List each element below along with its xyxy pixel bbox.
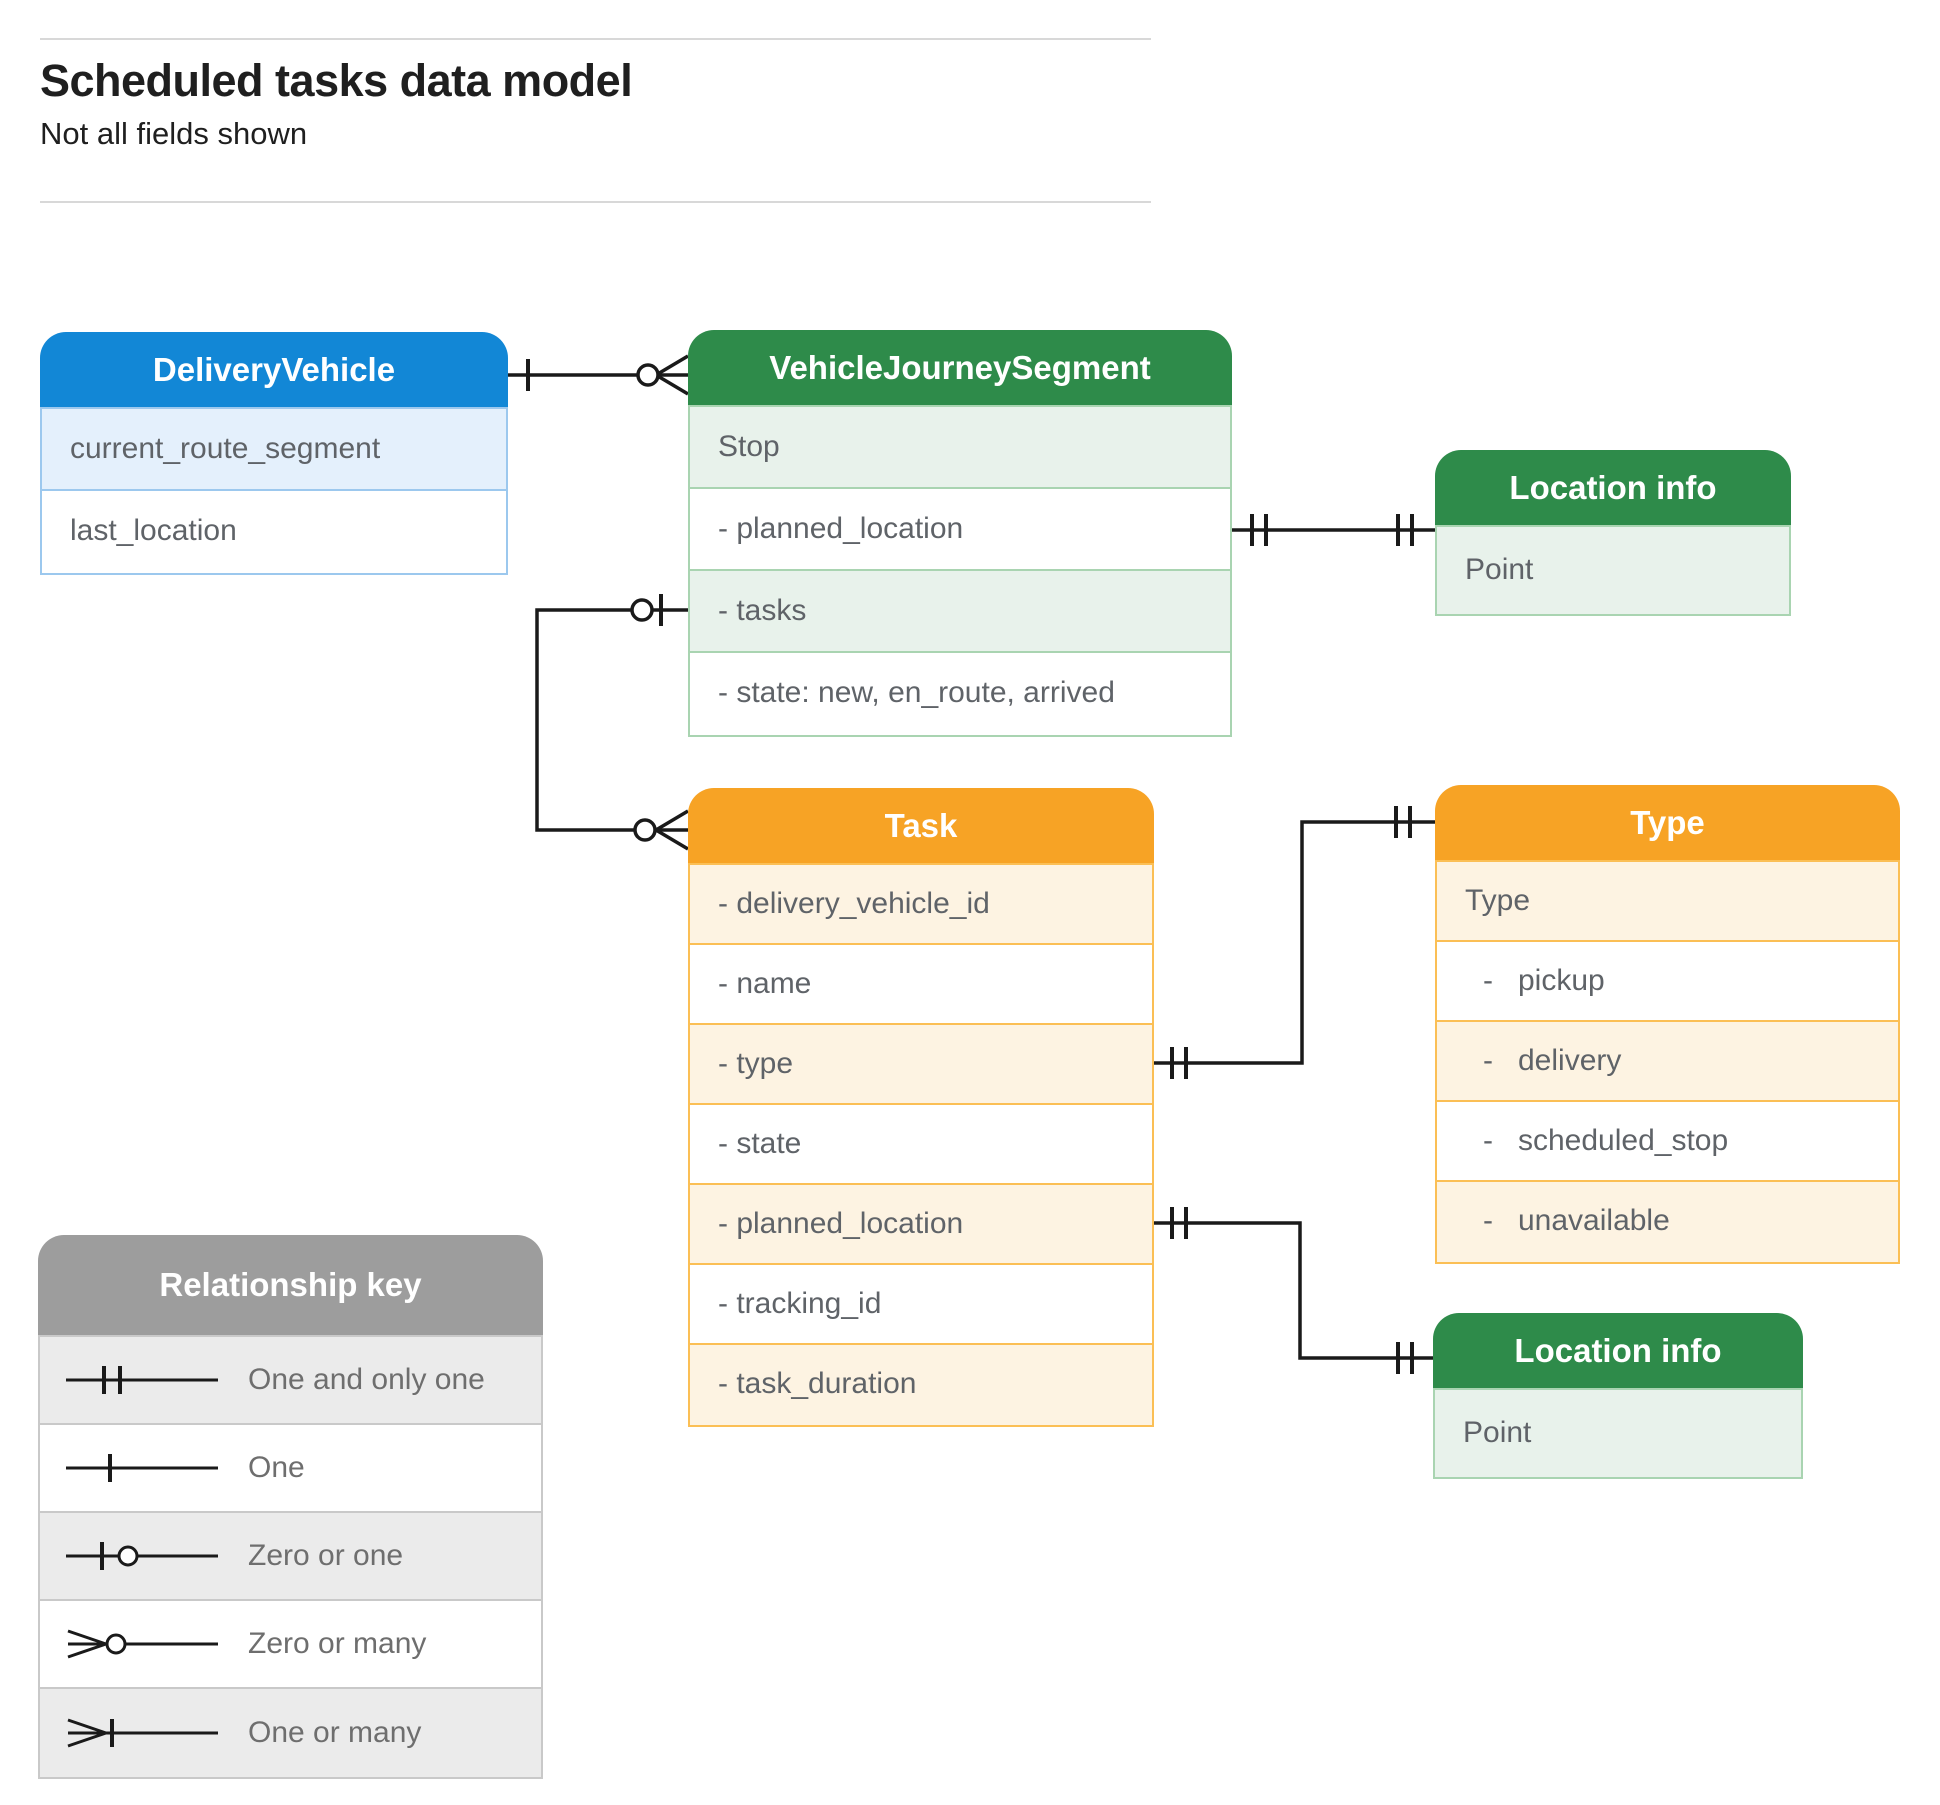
one-or-many-icon <box>60 1689 225 1777</box>
legend-label: One and only one <box>248 1363 485 1396</box>
field-point: Point <box>1437 527 1789 614</box>
field-point: Point <box>1435 1390 1801 1477</box>
field-task-duration: - task_duration <box>690 1345 1152 1425</box>
entity-header: Location info <box>1435 450 1791 525</box>
title-divider <box>40 201 1151 203</box>
entity-header: Task <box>688 788 1154 863</box>
page-subtitle: Not all fields shown <box>40 116 308 151</box>
entity-vehicle-journey-segment: VehicleJourneySegment Stop - planned_loc… <box>688 330 1232 737</box>
field-planned-location: - planned_location <box>690 489 1230 571</box>
relationship-key: Relationship key One and only one One <box>38 1235 543 1779</box>
entity-header: Location info <box>1433 1313 1803 1388</box>
legend-item-one: One <box>40 1425 541 1513</box>
entity-type: Type Type - pickup - delivery - schedule… <box>1435 785 1900 1264</box>
connector-type-type <box>1154 806 1435 1079</box>
legend-item-one-and-only-one: One and only one <box>40 1337 541 1425</box>
field-unavailable: - unavailable <box>1437 1182 1898 1262</box>
field-type-title: Type <box>1437 862 1898 942</box>
legend-item-one-or-many: One or many <box>40 1689 541 1777</box>
field-scheduled-stop: - scheduled_stop <box>1437 1102 1898 1182</box>
zero-or-many-icon <box>60 1601 225 1687</box>
top-divider <box>40 38 1151 40</box>
legend-label: One <box>248 1451 305 1484</box>
field-delivery: - delivery <box>1437 1022 1898 1102</box>
one-and-only-one-icon <box>60 1337 225 1423</box>
entity-header: VehicleJourneySegment <box>688 330 1232 405</box>
legend-label: Zero or one <box>248 1539 404 1572</box>
legend-label: One or many <box>248 1716 422 1749</box>
connector-taskplannedlocation-locationinfo <box>1154 1207 1433 1374</box>
connector-tasks-task <box>535 594 689 851</box>
entity-header: Type <box>1435 785 1900 860</box>
field-state: - state: new, en_route, arrived <box>690 653 1230 735</box>
page-title: Scheduled tasks data model <box>40 55 633 106</box>
field-name: - name <box>690 945 1152 1025</box>
zero-or-one-icon <box>60 1513 225 1599</box>
field-planned-location: - planned_location <box>690 1185 1152 1265</box>
field-delivery-vehicle-id: - delivery_vehicle_id <box>690 865 1152 945</box>
legend-item-zero-or-many: Zero or many <box>40 1601 541 1689</box>
entity-header: DeliveryVehicle <box>40 332 508 407</box>
entity-task: Task - delivery_vehicle_id - name - type… <box>688 788 1154 1427</box>
field-last-location: last_location <box>42 491 506 573</box>
field-state: - state <box>690 1105 1152 1185</box>
legend-label: Zero or many <box>248 1627 427 1660</box>
connector-deliveryvehicle-vehiclejourneysegment <box>508 354 689 396</box>
field-tasks: - tasks <box>690 571 1230 653</box>
field-stop: Stop <box>690 407 1230 489</box>
entity-location-info-top: Location info Point <box>1435 450 1791 616</box>
field-type: - type <box>690 1025 1152 1105</box>
connector-plannedlocation-locationinfo <box>1232 514 1435 546</box>
one-icon <box>60 1425 225 1511</box>
field-current-route-segment: current_route_segment <box>42 409 506 491</box>
legend-header: Relationship key <box>38 1235 543 1335</box>
entity-location-info-bottom: Location info Point <box>1433 1313 1803 1479</box>
entity-delivery-vehicle: DeliveryVehicle current_route_segment la… <box>40 332 508 575</box>
legend-item-zero-or-one: Zero or one <box>40 1513 541 1601</box>
field-pickup: - pickup <box>1437 942 1898 1022</box>
field-tracking-id: - tracking_id <box>690 1265 1152 1345</box>
